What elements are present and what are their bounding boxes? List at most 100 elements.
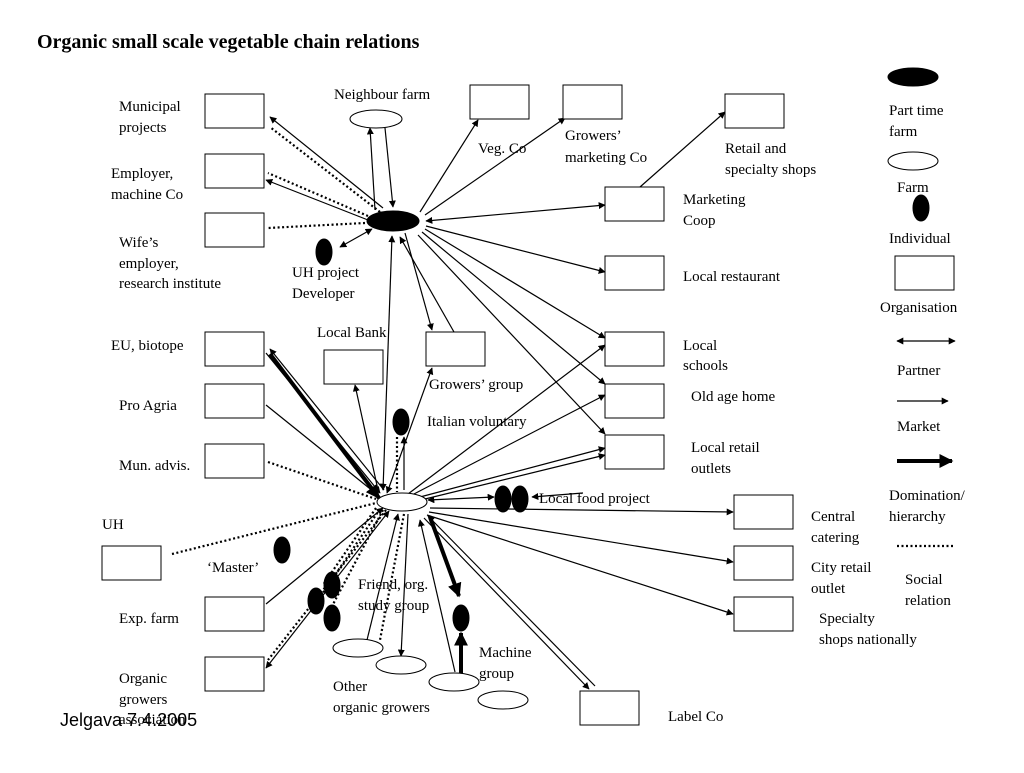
label-employer-2: machine Co — [111, 187, 183, 203]
box-local-bank — [323, 349, 384, 385]
box-exp-farm — [204, 596, 265, 632]
footer-text: Jelgava 7.4.2005 — [60, 710, 197, 730]
labels: Municipal projects Employer, machine Co … — [102, 87, 917, 728]
edge-hub2-other-a — [397, 513, 409, 657]
legend-partner: Partner — [897, 363, 940, 379]
legend-market: Market — [897, 419, 941, 435]
label-employer-1: Employer, — [111, 166, 173, 182]
label-machine-2: group — [479, 666, 514, 682]
label-municipal-2: projects — [119, 120, 167, 136]
individual-friend-1 — [323, 571, 341, 599]
edge-hub2-specialty — [426, 514, 734, 616]
edge-growersgroup-hub1 — [399, 236, 455, 333]
label-neighbour-farm: Neighbour farm — [334, 87, 431, 103]
edge-hub2-retail-a — [419, 446, 606, 498]
edge-hub1-employer — [265, 179, 369, 221]
legend-part-time-farm-1: Part time — [889, 103, 944, 119]
label-specialty-2: shops nationally — [819, 632, 917, 648]
edge-hub2-retail-b — [424, 453, 606, 500]
domination-eu-hub2 — [268, 352, 381, 500]
label-local-retail-1: Local retail — [691, 440, 760, 456]
label-other-1: Other — [333, 679, 367, 695]
legend-part-time-farm-symbol — [887, 67, 939, 87]
label-organic-3: association — [119, 712, 186, 728]
label-organic-2: growers — [119, 692, 167, 708]
edge-hub2-growersgroup — [385, 367, 434, 494]
box-uh — [101, 545, 162, 581]
label-eu-biotope: EU, biotope — [111, 338, 184, 354]
hub-farm — [376, 492, 428, 512]
legend-social-2: relation — [905, 593, 951, 609]
edge-hub1-hub2 — [379, 235, 396, 491]
label-central-2: catering — [811, 530, 860, 546]
legend-part-time-farm-2: farm — [889, 124, 918, 140]
legend-domination-1: Domination/ — [889, 488, 966, 504]
social-hub1-municipal — [269, 126, 381, 213]
box-local-schools — [604, 331, 665, 367]
social-hub2-other — [378, 513, 406, 641]
box-eu-biotope — [204, 331, 265, 367]
label-organic-1: Organic — [119, 671, 167, 687]
legend-social-1: Social — [905, 572, 943, 588]
edge-hub1-vegco — [419, 119, 479, 213]
edge-hub1-retail — [417, 234, 606, 435]
individual-friend-2 — [307, 587, 325, 615]
other-farm-ellipse-4 — [477, 690, 529, 710]
social-hub2-munadvis — [267, 460, 377, 501]
label-local-food-project: Local food project — [539, 491, 651, 507]
label-wife-1: Wife’s — [119, 235, 159, 251]
box-central-catering — [733, 494, 794, 530]
label-label-co: Label Co — [668, 709, 723, 725]
label-growers-mkt-1: Growers’ — [565, 128, 622, 144]
edge-hub1-growersmkt — [424, 117, 566, 216]
label-city-retail-2: outlet — [811, 581, 846, 597]
neighbour-farm-ellipse — [349, 109, 403, 129]
legend: Part time farm Farm Individual Organisat… — [880, 67, 966, 609]
label-retail-2: specialty shops — [725, 162, 816, 178]
label-wife-3: research institute — [119, 276, 221, 292]
label-uh-project-1: UH project — [292, 265, 360, 281]
label-growers-mkt-2: marketing Co — [565, 150, 647, 166]
label-exp-farm: Exp. farm — [119, 611, 179, 627]
label-city-retail-1: City retail — [811, 560, 871, 576]
label-local-schools-1: Local — [683, 338, 717, 354]
edge-hub2-city — [428, 511, 734, 565]
connections — [171, 111, 734, 690]
edge-hub2-localfood — [427, 493, 495, 504]
legend-domination-2: hierarchy — [889, 509, 946, 525]
edge-hub2-oldage — [411, 394, 606, 496]
label-machine-1: Machine — [479, 645, 532, 661]
edge-hub1-neighbour-b — [384, 127, 396, 208]
individual-localfood-2 — [511, 485, 529, 513]
legend-organisation: Organisation — [880, 300, 958, 316]
box-mun-advis — [204, 443, 265, 479]
individual-machine — [452, 604, 470, 632]
edge-hub2-eu-b — [269, 348, 385, 491]
edge-hub1-restaurant — [425, 225, 606, 274]
label-local-retail-2: outlets — [691, 461, 731, 477]
edge-hub1-municipal — [269, 116, 384, 209]
individual-localfood-1 — [494, 485, 512, 513]
individual-uh-project — [315, 238, 333, 266]
label-veg-co: Veg. Co — [478, 141, 526, 157]
label-old-age-home: Old age home — [691, 389, 775, 405]
legend-individual: Individual — [889, 231, 951, 247]
label-central-1: Central — [811, 509, 855, 525]
domination-hub2-friend — [428, 516, 462, 598]
label-growers-group: Growers’ group — [429, 377, 523, 393]
label-local-restaurant: Local restaurant — [683, 269, 781, 285]
label-specialty-1: Specialty — [819, 611, 875, 627]
label-local-bank: Local Bank — [317, 325, 387, 341]
edge-other-hub2 — [366, 513, 400, 641]
label-master: ‘Master’ — [207, 560, 259, 576]
label-uh: UH — [102, 517, 124, 533]
edge-hub1-oldage — [421, 231, 606, 385]
social-hub2-friend-c — [329, 509, 384, 611]
edge-coop-retail — [639, 111, 726, 188]
box-pro-agria — [204, 383, 265, 419]
label-friend-1: Friend, org. — [358, 577, 428, 593]
diagram-title: Organic small scale vegetable chain rela… — [37, 31, 420, 53]
edge-machine-hub2 — [418, 519, 456, 673]
edge-hub2-labelco-b — [427, 515, 596, 687]
